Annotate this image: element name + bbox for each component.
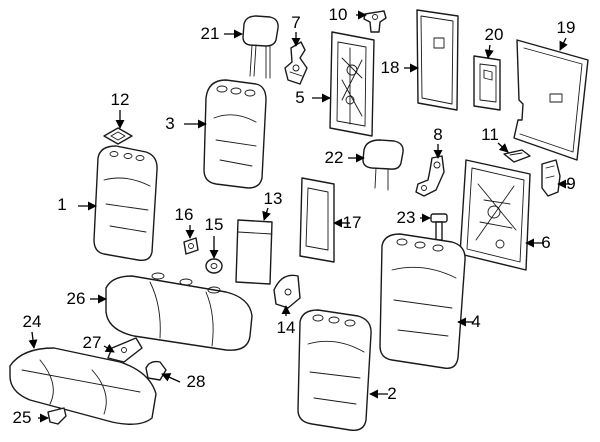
callout-24: 24 [23,312,42,331]
part-25-clip [47,407,67,425]
callout-17: 17 [343,213,362,232]
part-28-cap [145,360,167,381]
part-22-headrest [362,139,404,191]
callout-9: 9 [566,174,575,193]
part-8-hinge [415,155,445,197]
part-10-clip [363,10,387,33]
part-6-seatback-frame [459,159,531,271]
part-18-trim-panel [416,9,459,111]
part-21-headrest [242,15,279,79]
leader-13 [262,207,271,221]
leader-11 [497,142,509,153]
callout-15: 15 [205,215,224,234]
part-5-seatback-frame [329,31,375,137]
callout-8: 8 [433,125,442,144]
callout-5: 5 [295,88,304,107]
callout-21: 21 [201,24,220,43]
leader-lines [28,10,570,423]
part-16-fastener [183,237,199,255]
callout-6: 6 [541,233,550,252]
part-15-grommet [205,258,223,274]
callout-18: 18 [381,58,400,77]
callout-7: 7 [291,13,300,32]
callout-11: 11 [481,125,499,144]
callout-23: 23 [397,208,416,227]
leader-19 [559,37,568,51]
part-27-bracket [107,337,143,363]
callout-2: 2 [387,384,396,403]
part-11-clip [503,149,531,163]
part-14-bracket [273,274,301,309]
part-4-seatback-right [379,233,466,369]
part-23-bolt [430,213,448,241]
callout-10: 10 [329,5,348,24]
callout-20: 20 [485,25,504,44]
part-1-seatback-left [93,145,158,262]
part-19-rear-panel [513,39,589,161]
part-13-armrest [235,219,273,285]
callout-26: 26 [67,289,86,308]
callout-12: 12 [111,90,130,109]
part-20-latch-cover [473,55,501,111]
callout-4: 4 [471,312,480,331]
callout-1: 1 [57,195,66,214]
part-12-cap [103,127,133,145]
part-17-frame-bracket [299,177,335,263]
callout-25: 25 [13,408,32,427]
part-26-seat-cushion [105,272,253,351]
part-2-seatback-center [297,309,372,431]
callout-14: 14 [277,318,296,337]
part-7-bracket [284,41,308,85]
callout-27: 27 [83,333,102,352]
leader-28 [161,373,181,383]
callout-16: 16 [175,205,194,224]
part-3-seatback-upper [203,79,267,189]
leader-24 [28,331,38,349]
callout-13: 13 [264,189,283,208]
callout-19: 19 [557,18,576,37]
leader-20 [484,44,494,59]
leader-27 [103,343,115,353]
callout-28: 28 [187,372,206,391]
part-9-bolster [541,159,561,197]
callout-22: 22 [325,148,344,167]
part-24-seat-pan [9,347,157,425]
callout-3: 3 [165,114,174,133]
